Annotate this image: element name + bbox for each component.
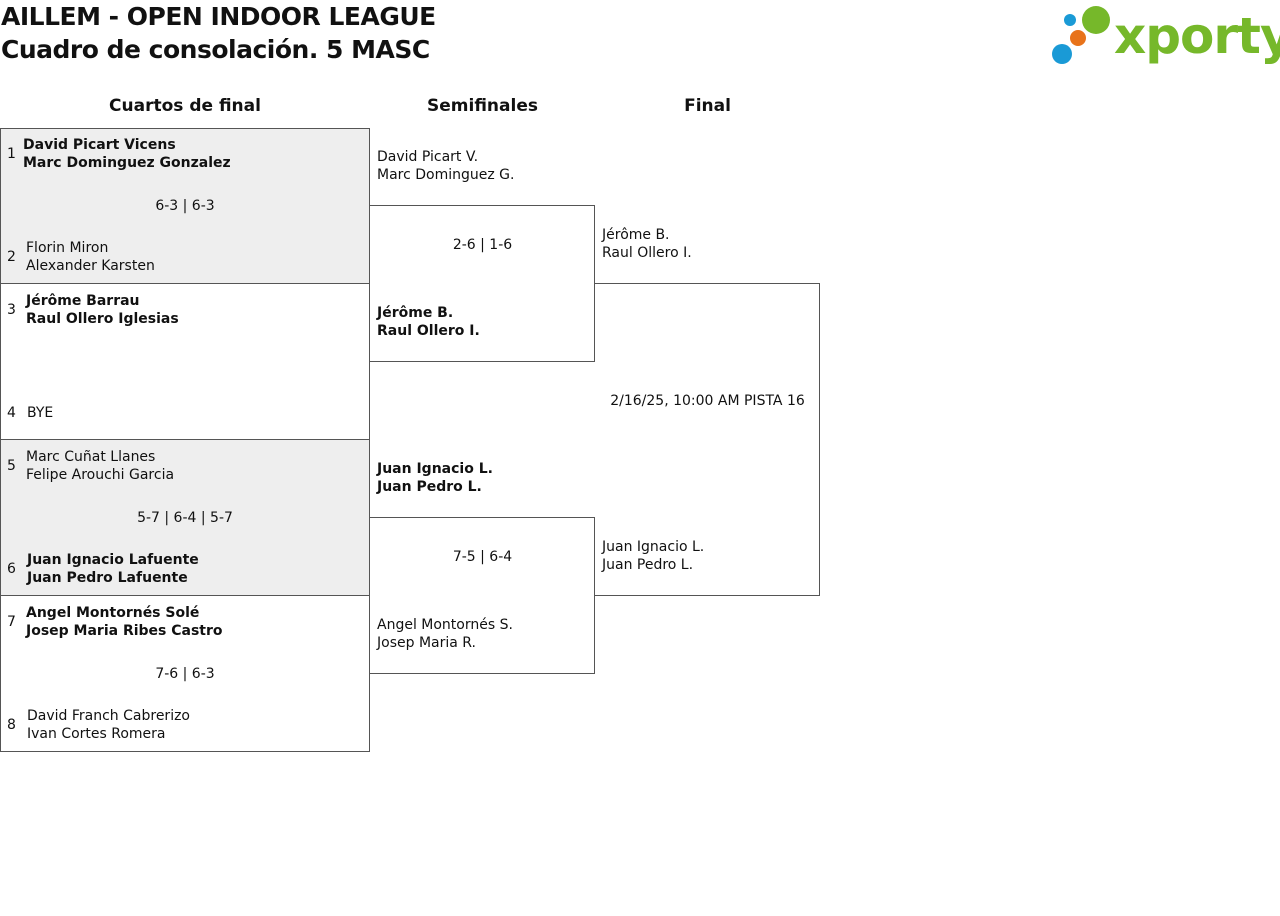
team-entry[interactable]: Jérôme B. Raul Ollero I. — [377, 304, 480, 340]
player-name: Raul Ollero I. — [602, 245, 692, 261]
seed-number: 2 — [7, 249, 16, 265]
team-entry[interactable]: Juan Ignacio Lafuente Juan Pedro Lafuent… — [27, 551, 199, 587]
team-entry[interactable]: Juan Ignacio L. Juan Pedro L. — [602, 538, 704, 574]
player-name: Juan Ignacio L. — [602, 539, 705, 555]
quarterfinal-match-3 — [0, 439, 370, 596]
player-name: David Picart V. — [377, 149, 479, 165]
team-entry[interactable]: David Franch Cabrerizo Ivan Cortes Romer… — [27, 707, 190, 743]
team-entry[interactable]: Angel Montornés S. Josep Maria R. — [377, 616, 513, 652]
team-entry[interactable]: Jérôme B. Raul Ollero I. — [602, 226, 692, 262]
player-name: Alexander Karsten — [26, 258, 155, 274]
team-entry[interactable]: Jérôme Barrau Raul Ollero Iglesias — [26, 292, 179, 328]
final-match — [594, 283, 820, 596]
seed-number: 8 — [7, 717, 16, 733]
match-score: 5-7 | 6-4 | 5-7 — [137, 510, 233, 526]
player-name: Marc Dominguez G. — [377, 167, 515, 183]
team-entry[interactable]: Angel Montornés Solé Josep Maria Ribes C… — [26, 604, 223, 640]
logo-dot-orange-icon — [1070, 30, 1086, 46]
quarterfinal-match-1 — [0, 128, 370, 284]
logo-dot-blue-small-icon — [1064, 14, 1076, 26]
player-name: Marc Dominguez Gonzalez — [23, 155, 231, 171]
logo-dot-green-icon — [1082, 6, 1110, 34]
team-entry[interactable]: Marc Cuñat Llanes Felipe Arouchi Garcia — [26, 448, 174, 484]
round-header-quarterfinals: Cuartos de final — [109, 96, 261, 116]
match-score: 7-6 | 6-3 — [155, 666, 215, 682]
player-name: Juan Pedro L. — [602, 557, 694, 573]
round-header-final: Final — [684, 96, 731, 116]
player-name: BYE — [27, 405, 54, 421]
logo-dot-blue-icon — [1052, 44, 1072, 64]
logo-wordmark: xporty — [1114, 7, 1280, 65]
player-name: Angel Montornés S. — [377, 617, 513, 633]
player-name: Josep Maria Ribes Castro — [26, 623, 223, 639]
team-entry[interactable]: David Picart V. Marc Dominguez G. — [377, 148, 514, 184]
player-name: David Picart Vicens — [23, 137, 176, 153]
player-name: Jérôme B. — [602, 227, 670, 243]
player-name: Juan Pedro Lafuente — [27, 570, 188, 586]
seed-number: 4 — [7, 405, 16, 421]
team-entry[interactable]: Florin Miron Alexander Karsten — [26, 239, 155, 275]
xporty-logo[interactable]: xporty — [1050, 4, 1280, 68]
player-name: Angel Montornés Solé — [26, 605, 200, 621]
seed-number: 6 — [7, 561, 16, 577]
player-name: Marc Cuñat Llanes — [26, 449, 156, 465]
player-name: Raul Ollero Iglesias — [26, 311, 179, 327]
team-entry[interactable]: Juan Ignacio L. Juan Pedro L. — [377, 460, 493, 496]
player-name: Ivan Cortes Romera — [27, 726, 166, 742]
player-name: Felipe Arouchi Garcia — [26, 467, 175, 483]
player-name: Josep Maria R. — [377, 635, 476, 651]
seed-number: 7 — [7, 614, 16, 630]
seed-number: 5 — [7, 458, 16, 474]
player-name: Juan Pedro L. — [377, 479, 482, 495]
page-subtitle: Cuadro de consolación. 5 MASC — [1, 35, 430, 64]
match-schedule: 2/16/25, 10:00 AM PISTA 16 — [610, 393, 805, 409]
team-entry[interactable]: David Picart Vicens Marc Dominguez Gonza… — [23, 136, 231, 172]
player-name: Juan Ignacio Lafuente — [27, 552, 199, 568]
match-score: 2-6 | 1-6 — [452, 237, 513, 253]
match-score: 7-5 | 6-4 — [452, 549, 513, 565]
seed-number: 3 — [7, 302, 16, 318]
page-title: AILLEM - OPEN INDOOR LEAGUE — [1, 2, 436, 31]
seed-number: 1 — [7, 146, 16, 162]
match-score: 6-3 | 6-3 — [155, 198, 215, 214]
player-name: Jérôme B. — [377, 305, 454, 321]
player-name: Juan Ignacio L. — [377, 461, 493, 477]
player-name: Raul Ollero I. — [377, 323, 480, 339]
team-entry[interactable]: BYE — [27, 404, 53, 422]
player-name: Florin Miron — [26, 240, 109, 256]
player-name: Jérôme Barrau — [26, 293, 140, 309]
player-name: David Franch Cabrerizo — [27, 708, 190, 724]
round-header-semifinals: Semifinales — [427, 96, 538, 116]
